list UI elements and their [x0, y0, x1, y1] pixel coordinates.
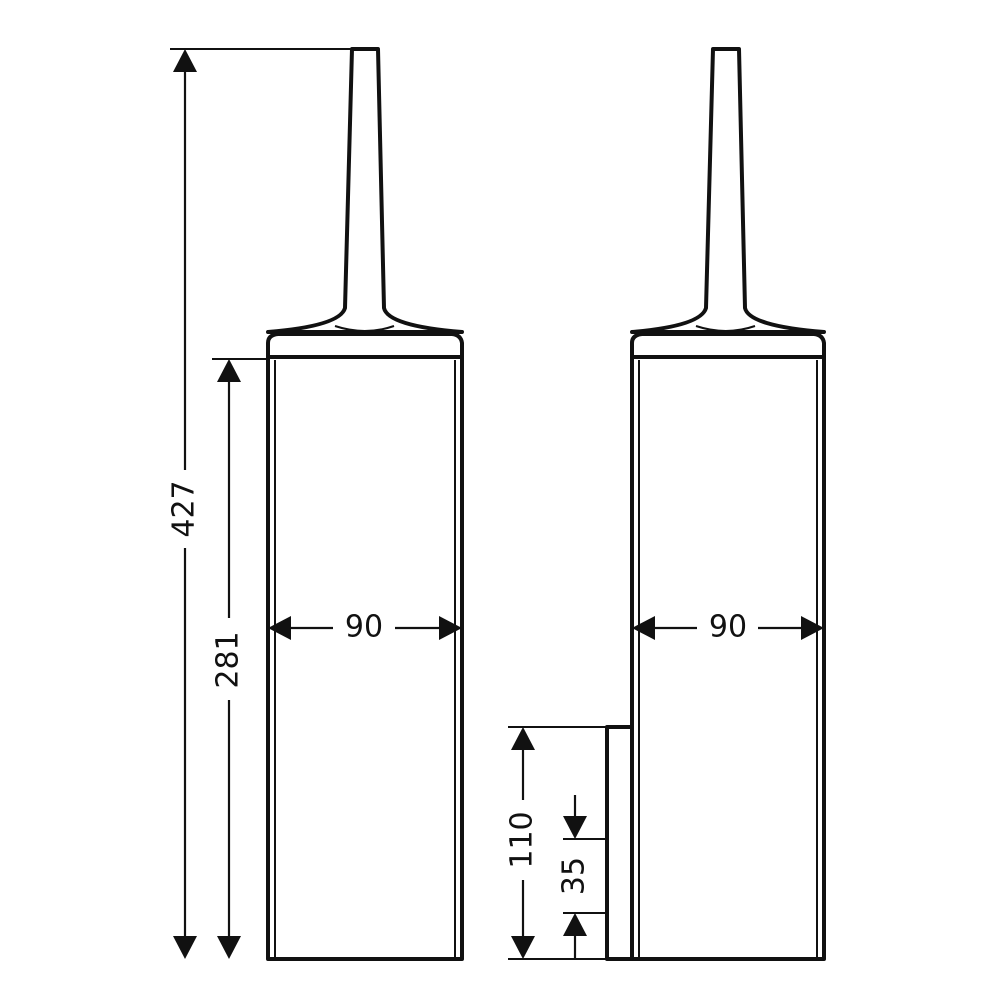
dimension-35: 35: [557, 795, 607, 958]
dimension-35-label: 35: [557, 857, 592, 895]
dimension-90-left: 90: [268, 610, 462, 645]
left-container-lid: [266, 332, 464, 359]
right-container-lid: [630, 332, 826, 359]
right-brush-handle: [630, 47, 826, 334]
dimension-110-label: 110: [505, 811, 540, 868]
right-handle-collar: [695, 325, 756, 332]
dimension-90-right-label: 90: [709, 610, 747, 645]
dimension-281-label: 281: [211, 631, 246, 688]
dimension-427: 427: [167, 48, 352, 959]
left-handle-collar: [334, 325, 395, 332]
right-view: 90 110 35: [505, 47, 826, 961]
dimension-110: 110: [505, 726, 607, 960]
left-brush-handle: [266, 47, 464, 334]
dimension-90-right: 90: [632, 610, 824, 645]
dimension-281: 281: [211, 358, 268, 959]
left-view: 427 281 90: [167, 47, 464, 961]
dimension-90-left-label: 90: [345, 610, 383, 645]
dimension-427-label: 427: [167, 480, 202, 537]
wall-bracket: [605, 725, 634, 961]
right-container-body: [630, 355, 826, 961]
left-container-body: [266, 355, 464, 961]
